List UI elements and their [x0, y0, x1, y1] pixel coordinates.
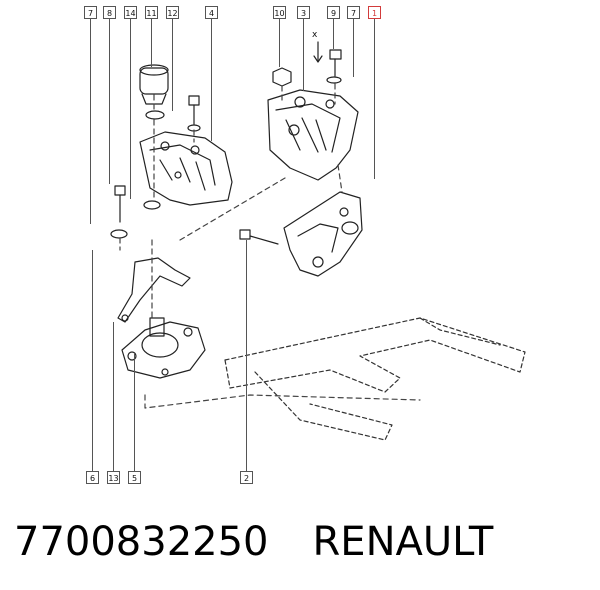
callout-3: 3 — [297, 6, 310, 19]
bolt-part-2 — [239, 229, 279, 245]
washer — [143, 200, 161, 210]
bush-part-11 — [139, 64, 169, 105]
leader-line — [333, 19, 334, 49]
washer — [145, 110, 165, 120]
callout-2: 2 — [240, 471, 253, 484]
leader-line — [109, 19, 110, 184]
callout-14: 14 — [124, 6, 137, 19]
leader-line — [303, 19, 304, 91]
bolt-part-12 — [187, 95, 201, 132]
callout-4: 4 — [205, 6, 218, 19]
bolt-part-9 — [326, 49, 342, 84]
axis-arrow — [313, 41, 323, 63]
callout-7-right: 7 — [347, 6, 360, 19]
engine-mount-drawing — [110, 41, 526, 441]
callout-13: 13 — [107, 471, 120, 484]
bolt-part-8 — [110, 185, 128, 239]
leader-line — [134, 352, 135, 471]
mount-part-5 — [121, 317, 206, 379]
brand-name: RENAULT — [312, 519, 494, 565]
subframe — [224, 317, 526, 441]
leader-line — [113, 322, 114, 471]
leader-line — [172, 19, 173, 111]
mount-part-1 — [283, 191, 363, 277]
leader-line — [90, 19, 91, 224]
callout-11: 11 — [145, 6, 158, 19]
callout-5: 5 — [128, 471, 141, 484]
product-caption: 7700832250 RENAULT — [14, 512, 594, 572]
leader-line — [211, 19, 212, 141]
stay-part-6 — [117, 257, 191, 323]
callout-7-left: 7 — [84, 6, 97, 19]
leader-line — [130, 19, 131, 199]
callout-1: 1 — [368, 6, 381, 19]
callout-12: 12 — [166, 6, 179, 19]
leader-line — [353, 19, 354, 77]
leader-line — [92, 250, 93, 471]
nut-part-10 — [272, 67, 292, 87]
part-number: 7700832250 — [14, 519, 269, 565]
leader-line — [151, 19, 152, 67]
leader-line — [374, 19, 375, 179]
parts-diagram: 7 8 14 11 12 4 10 3 9 7 1 x 6 13 5 2 — [84, 6, 526, 484]
callout-6: 6 — [86, 471, 99, 484]
bracket-part-3 — [267, 89, 359, 181]
leader-line — [246, 240, 247, 471]
callout-9: 9 — [327, 6, 340, 19]
bracket-part-4 — [139, 131, 233, 206]
callout-10: 10 — [273, 6, 286, 19]
callout-8: 8 — [103, 6, 116, 19]
axis-marker-label: x — [312, 30, 318, 40]
leader-line — [279, 19, 280, 67]
